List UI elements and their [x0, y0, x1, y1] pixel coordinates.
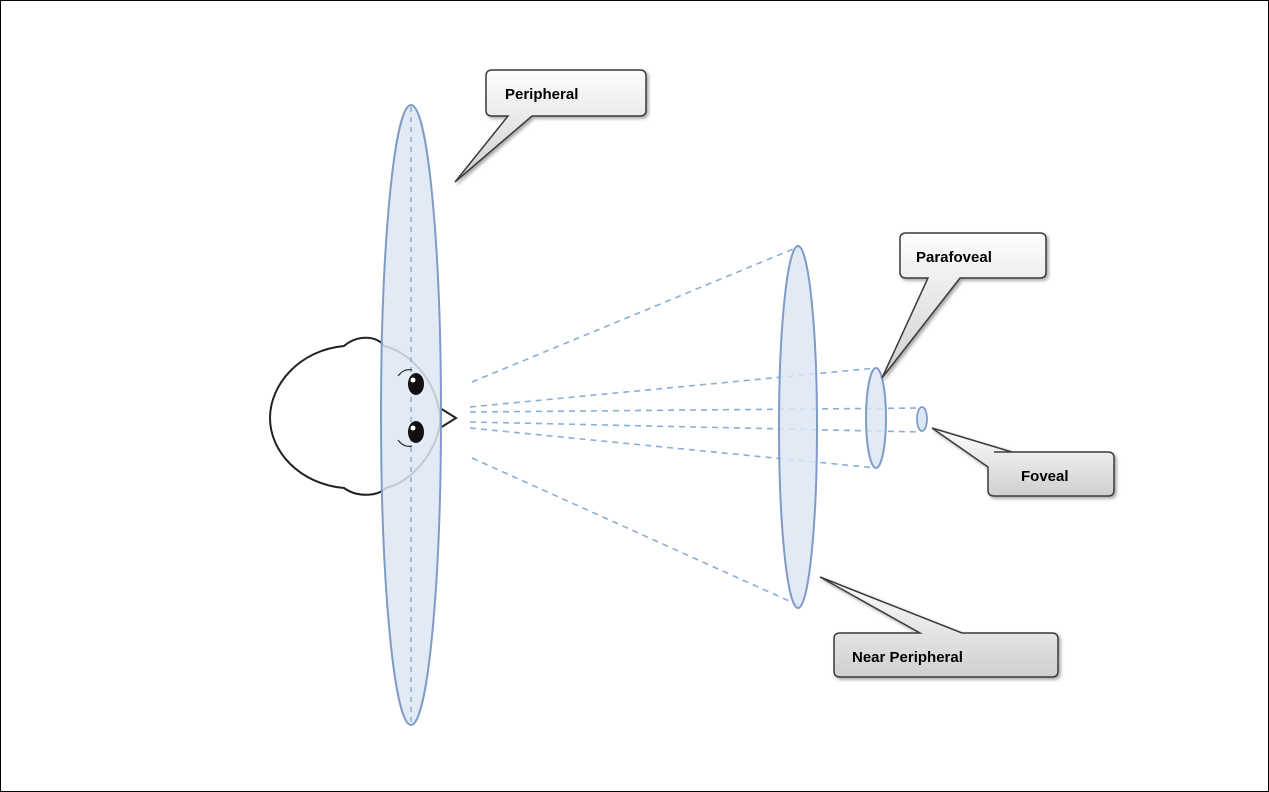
sight-line-foveal-bottom — [469, 421, 922, 433]
near-peripheral-ellipse — [778, 245, 818, 609]
near-peripheral-callout-box — [819, 576, 1059, 678]
sight-line-foveal-top — [469, 407, 922, 413]
peripheral-ellipse — [380, 104, 442, 726]
eyes — [397, 369, 424, 447]
peripheral-callout: Peripheral — [454, 69, 647, 183]
peripheral-field — [380, 104, 442, 726]
sight-line-parafoveal-bottom — [469, 427, 877, 469]
peripheral-callout-box — [454, 69, 647, 183]
sight-line-near-peripheral-bottom — [471, 457, 799, 606]
nose — [439, 407, 458, 429]
foveal-callout: Foveal — [931, 427, 1115, 497]
sight-lines — [469, 246, 922, 606]
parafoveal-label: Parafoveal — [916, 249, 992, 266]
sight-line-near-peripheral-top — [471, 246, 799, 383]
foveal-ellipse — [916, 406, 928, 432]
sight-line-parafoveal-top — [469, 367, 877, 408]
right-eye-icon — [408, 421, 424, 443]
foveal-label: Foveal — [1021, 468, 1069, 485]
foveal-callout-box — [931, 427, 1115, 497]
left-eye-icon — [408, 373, 424, 395]
near-peripheral-label: Near Peripheral — [852, 649, 963, 666]
parafoveal-callout-box — [881, 232, 1047, 379]
near-peripheral-callout: Near Peripheral — [819, 576, 1059, 678]
parafoveal-callout: Parafoveal — [881, 232, 1047, 379]
peripheral-label: Peripheral — [505, 86, 578, 103]
parafoveal-ellipse — [865, 367, 887, 469]
